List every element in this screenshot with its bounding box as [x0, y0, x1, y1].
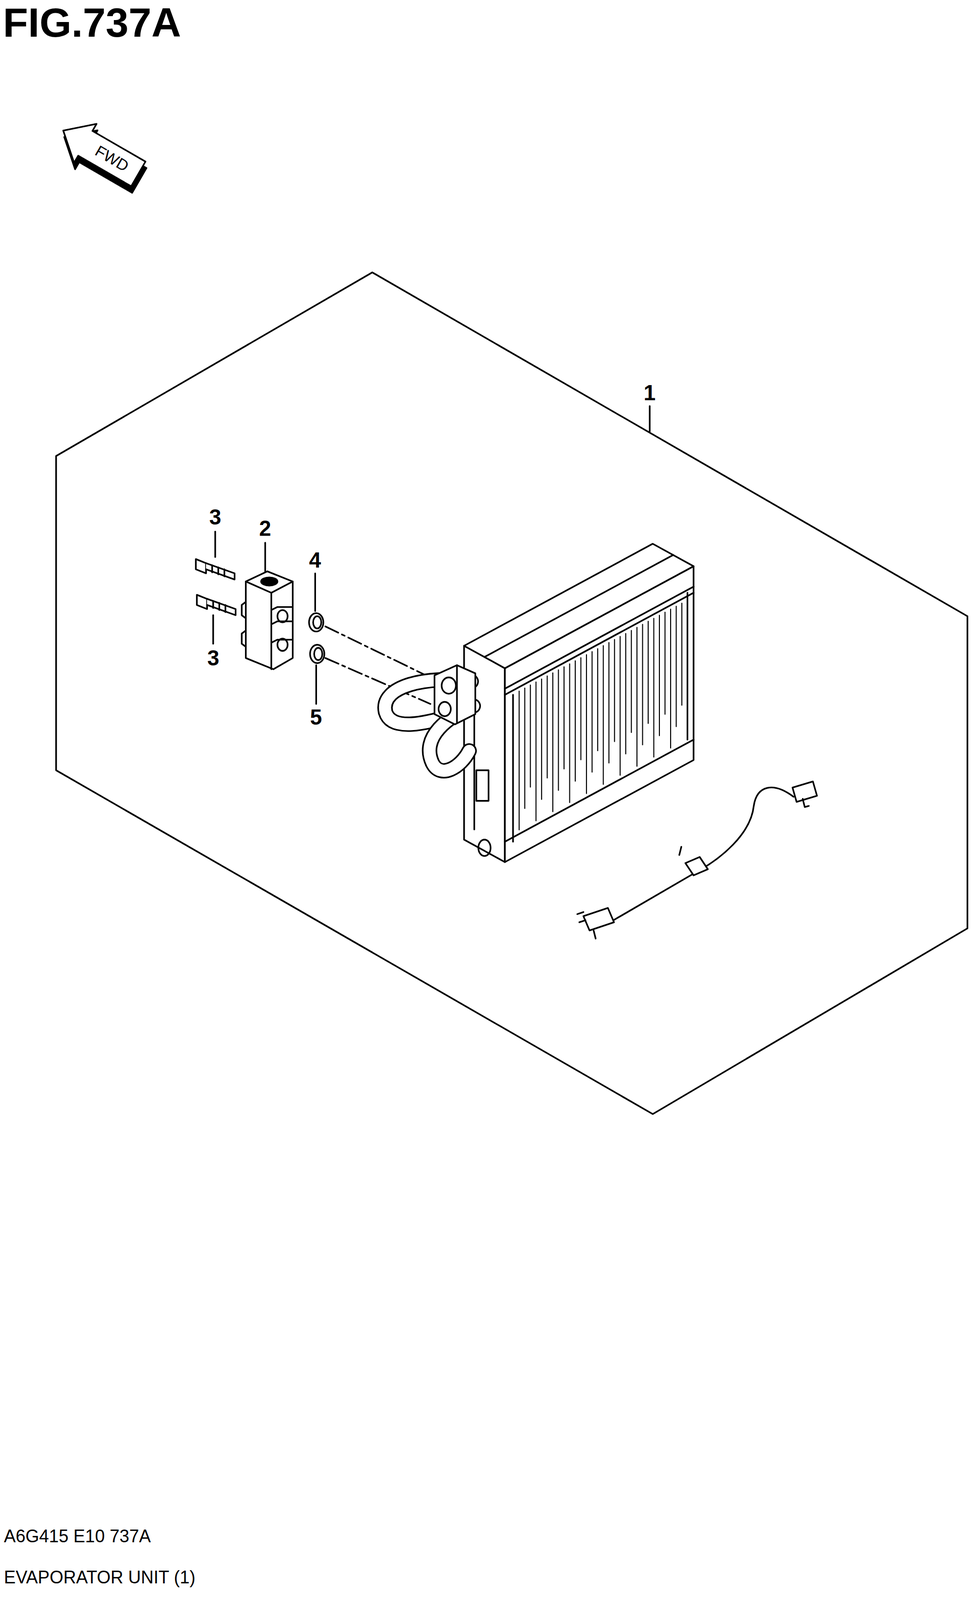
leader-line — [214, 531, 216, 557]
evaporator-sensor — [577, 781, 817, 939]
leader-line — [264, 542, 266, 571]
kit-outline — [56, 272, 968, 1114]
direction-label: FWD — [92, 142, 132, 175]
leader-line — [212, 614, 214, 644]
bolt — [195, 559, 235, 580]
forward-arrow — [49, 111, 154, 200]
figure-title: FIG.737A — [2, 1, 181, 44]
callout-number: 2 — [259, 517, 271, 540]
center-line — [325, 626, 437, 681]
evaporator-pipes — [384, 664, 476, 771]
bolt — [196, 594, 236, 616]
callout-number: 3 — [209, 506, 222, 528]
callout-number: 5 — [310, 706, 322, 728]
callout-number: 3 — [207, 647, 220, 669]
evaporator-core — [464, 543, 694, 862]
figure-caption: EVAPORATOR UNIT (1) — [3, 1568, 196, 1586]
expansion-valve — [241, 571, 293, 670]
callout-number: 4 — [309, 549, 321, 571]
callout-number: 1 — [643, 382, 656, 404]
o-ring — [310, 644, 325, 664]
leader-line — [315, 664, 317, 704]
leader-line — [314, 573, 317, 611]
o-ring — [309, 612, 324, 632]
leader-line — [649, 406, 651, 432]
figure-code: A6G415 E10 737A — [3, 1527, 151, 1545]
